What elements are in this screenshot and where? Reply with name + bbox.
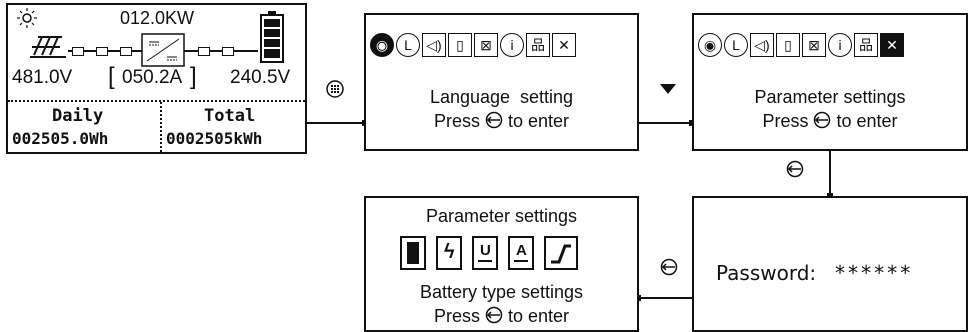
battery-a-icon: A [508, 236, 534, 270]
vertical-dotted-divider [160, 102, 162, 152]
enter-icon [814, 111, 831, 129]
language-screen: ◉ L ◁) ▯ ⊠ i 品 ✕ Language setting Press … [364, 13, 639, 151]
language-title: Language setting [429, 87, 574, 107]
clock-icon: L [724, 33, 748, 57]
total-label: Total [204, 106, 256, 126]
image-icon: ⊠ [474, 33, 498, 57]
solar-panel-icon [30, 36, 66, 58]
enter-icon [786, 160, 804, 178]
document-icon: ▯ [448, 33, 472, 57]
flow-segment [96, 47, 108, 56]
enter-icon [485, 111, 503, 129]
sun-icon [17, 8, 37, 28]
parameter-screen: ◉ L ◁) ▯ ⊠ i 品 ✕ Parameter settings Pres… [692, 13, 968, 151]
document-icon: ▯ [776, 33, 800, 57]
home-screen: 012.0KW 481.0V [ 050.2A ] 240.5V Dai [6, 3, 307, 154]
daily-value: 002505.0Wh [12, 129, 109, 148]
battery-screen-title: Parameter settings [425, 206, 578, 226]
flow-segment [198, 47, 210, 56]
globe-icon: ◉ [698, 33, 722, 57]
battery-solid-icon [400, 236, 426, 270]
speaker-icon: ◁) [750, 33, 774, 57]
password-label: Password: [716, 261, 817, 285]
battery-u-icon: U [472, 236, 498, 270]
menu-icon-row: ◉ L ◁) ▯ ⊠ i 品 ✕ [698, 33, 904, 57]
info-icon: i [500, 33, 524, 57]
dotted-divider [8, 100, 305, 102]
parameter-press-line: Press to enter [762, 111, 898, 131]
converter-icon [141, 33, 185, 67]
menu-icon-row: ◉ L ◁) ▯ ⊠ i 品 ✕ [370, 33, 576, 57]
menu-button-icon [326, 80, 344, 98]
battery-type-screen: Parameter settings ϟ U A Battery type se… [364, 196, 639, 332]
speaker-icon: ◁) [422, 33, 446, 57]
tools-icon: ✕ [552, 33, 576, 57]
network-icon: 品 [526, 33, 550, 57]
network-icon: 品 [854, 33, 878, 57]
battery-voltage: 240.5V [230, 67, 291, 88]
battery-type-subtitle: Battery type settings [419, 282, 584, 302]
battery-lightning-icon: ϟ [436, 236, 462, 270]
flow-segment [72, 47, 84, 56]
power-value: 012.0KW [120, 8, 195, 28]
current-bracket-open: [ [108, 63, 115, 90]
info-icon: i [828, 33, 852, 57]
battery-curve-icon [544, 236, 578, 270]
enter-icon [660, 258, 678, 276]
current-bracket-close: ] [190, 63, 197, 90]
password-value: ****** [834, 261, 913, 285]
pv-voltage: 481.0V [12, 67, 73, 88]
battery-icon [260, 11, 284, 63]
total-value: 0002505kWh [166, 129, 263, 148]
daily-label: Daily [52, 106, 104, 126]
language-press-line: Press to enter [433, 111, 570, 131]
tools-icon: ✕ [880, 33, 904, 57]
battery-type-icon-row: ϟ U A [400, 236, 578, 270]
image-icon: ⊠ [802, 33, 826, 57]
flow-segment [120, 47, 132, 56]
enter-icon [485, 306, 503, 324]
flow-segment [222, 47, 234, 56]
parameter-title: Parameter settings [754, 87, 906, 107]
password-screen: Password: ****** [692, 196, 968, 332]
clock-icon: L [396, 33, 420, 57]
down-arrow-icon [660, 84, 676, 94]
current-value: 050.2A [122, 67, 183, 88]
globe-icon: ◉ [370, 33, 394, 57]
battery-press-line: Press to enter [433, 306, 570, 326]
